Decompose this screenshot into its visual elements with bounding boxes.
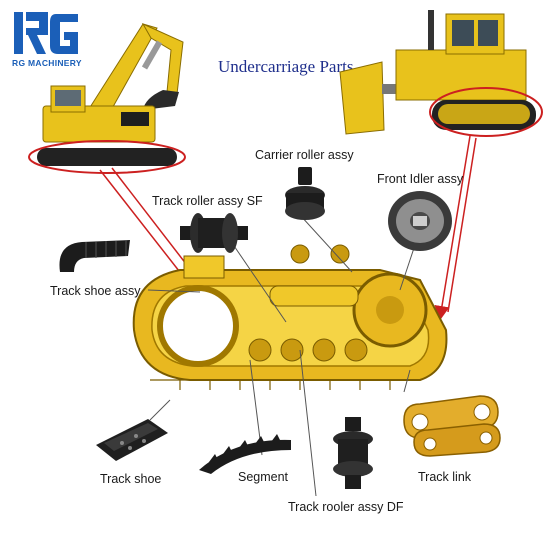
carrier-roller-icon	[285, 167, 325, 220]
label-track-link: Track link	[418, 470, 472, 484]
label-track-roller-df: Track rooler assy DF	[288, 500, 404, 514]
diagram-title: Undercarriage Parts	[218, 57, 354, 76]
label-track-roller-sf: Track roller assy SF	[152, 194, 263, 208]
label-front-idler: Front Idler assy	[377, 172, 464, 186]
label-track-shoe: Track shoe	[100, 472, 162, 486]
track-shoe-assy-icon	[59, 240, 130, 272]
track-roller-df-icon	[333, 417, 373, 489]
label-segment: Segment	[238, 470, 289, 484]
label-track-shoe-assy: Track shoe assy	[50, 284, 141, 298]
track-assembly-illustration	[132, 244, 448, 390]
track-link-icon	[403, 395, 501, 457]
track-roller-sf-icon	[180, 213, 248, 253]
front-idler-icon	[388, 191, 452, 251]
brand-name: RG MACHINERY	[12, 58, 82, 68]
bulldozer-illustration	[339, 10, 543, 137]
rg-logo-icon	[14, 12, 78, 54]
excavator-illustration	[28, 22, 186, 174]
track-shoe-icon	[96, 419, 168, 461]
label-carrier-roller: Carrier roller assy	[255, 148, 354, 162]
segment-icon	[199, 434, 291, 474]
